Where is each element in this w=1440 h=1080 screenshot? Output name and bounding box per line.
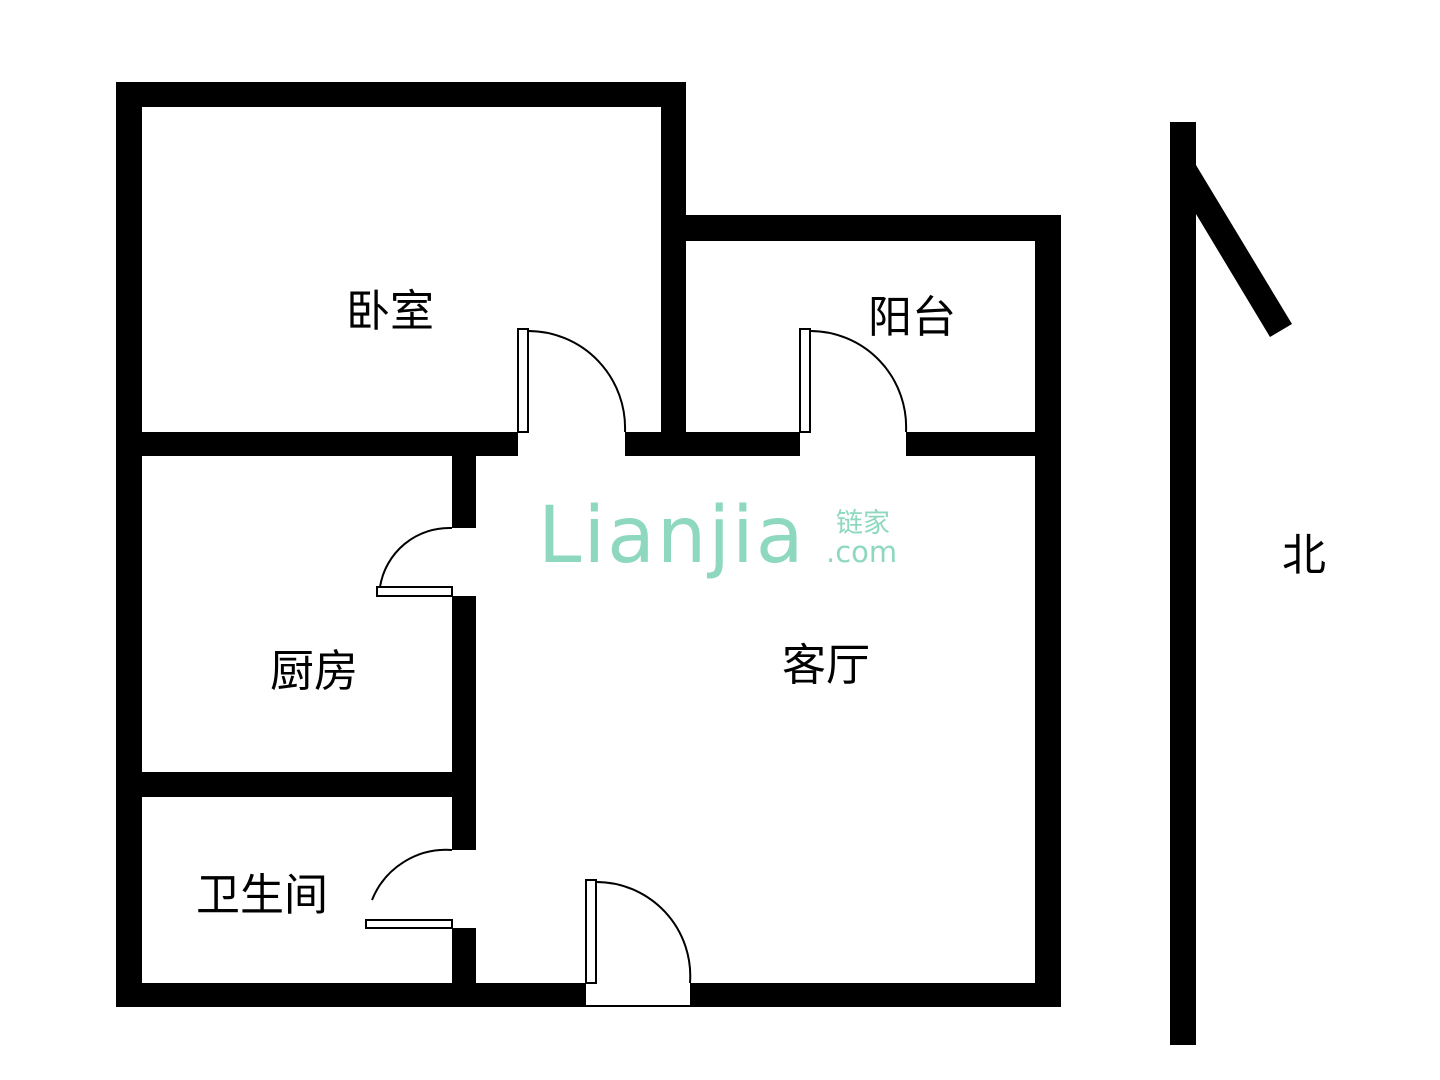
wall-balcony-bottom bbox=[906, 432, 1061, 456]
door-bedroom bbox=[517, 328, 627, 433]
door-bedroom-leaf bbox=[517, 328, 529, 433]
wall-kitchen-bottom bbox=[116, 772, 476, 797]
door-kitchen bbox=[376, 526, 453, 597]
north-label: 北 bbox=[1282, 530, 1326, 581]
room-label-balcony: 阳台 bbox=[868, 292, 956, 343]
wall-bottom-left bbox=[116, 983, 586, 1007]
wall-top-balcony bbox=[661, 215, 1061, 241]
door-balcony-swing bbox=[809, 329, 908, 433]
wall-bedroom-bottom-right bbox=[625, 432, 800, 456]
door-balcony-leaf bbox=[799, 328, 811, 433]
wall-kitchen-right-upper bbox=[452, 432, 476, 528]
door-entrance-swing bbox=[595, 880, 692, 984]
wall-bottom-right bbox=[690, 983, 1061, 1007]
door-entrance bbox=[585, 879, 692, 1007]
wall-top-bedroom bbox=[116, 82, 686, 107]
interior-walls bbox=[116, 432, 1061, 1007]
lianjia-watermark: Lianjia 链家 .com bbox=[538, 491, 897, 581]
door-bathroom bbox=[365, 848, 453, 929]
watermark-domain: .com bbox=[826, 535, 897, 569]
door-bathroom-swing bbox=[371, 848, 453, 901]
watermark-chinese: 链家 bbox=[836, 508, 890, 539]
door-kitchen-leaf bbox=[376, 586, 453, 597]
wall-right bbox=[1035, 215, 1061, 1007]
wall-left bbox=[116, 82, 142, 1007]
north-arrow bbox=[1170, 122, 1292, 1045]
watermark-brand: Lianjia bbox=[538, 491, 806, 581]
room-label-living-room: 客厅 bbox=[782, 640, 870, 691]
door-bathroom-leaf bbox=[365, 919, 453, 929]
door-kitchen-swing bbox=[379, 526, 453, 588]
wall-bedroom-bottom-left bbox=[116, 432, 518, 456]
room-label-kitchen: 厨房 bbox=[270, 646, 358, 697]
door-bedroom-swing bbox=[527, 329, 627, 433]
wall-bathroom-right-lower bbox=[452, 928, 476, 1007]
north-arrow-shaft bbox=[1170, 122, 1196, 1045]
door-balcony bbox=[799, 328, 908, 433]
outer-walls bbox=[116, 82, 1061, 1007]
wall-kitchen-right-lower bbox=[452, 596, 476, 850]
room-label-bathroom: 卫生间 bbox=[196, 870, 328, 921]
wall-bedroom-right bbox=[661, 82, 686, 456]
north-arrow-head bbox=[1170, 122, 1292, 337]
room-label-bedroom: 卧室 bbox=[346, 286, 434, 337]
door-entrance-leaf bbox=[585, 879, 597, 984]
